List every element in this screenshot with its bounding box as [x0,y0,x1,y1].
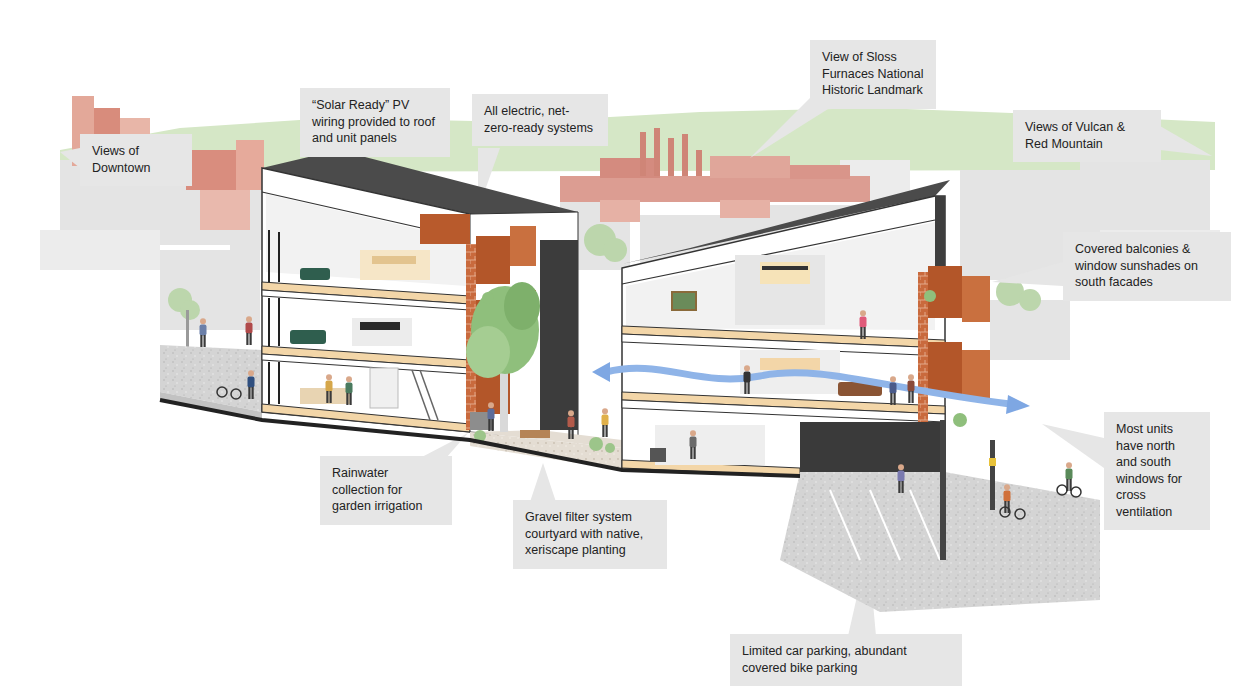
callout-text: Covered balconies & window sunshades on … [1075,241,1219,291]
callout-box: Covered balconies & window sunshades on … [1063,232,1231,301]
callout-text: Rainwater collection for garden irrigati… [332,465,440,515]
callout-text: All electric, net-zero-ready systems [484,103,596,136]
right-floor-slabs [622,326,945,476]
callout-box: Limited car parking, abundant covered bi… [730,634,962,686]
planter [520,430,550,438]
left-floor-slabs [262,282,470,432]
callout-text: Most units have north and south windows … [1116,421,1198,520]
callout-box: View of Sloss Furnaces National Historic… [810,40,936,109]
corten-panel [420,214,470,244]
downtown-buildings [72,96,264,230]
courtyard-tree [466,282,540,378]
callout-box: “Solar Ready” PV wiring provided to roof… [300,88,450,157]
ground-line [160,400,800,476]
stair-core [540,240,578,430]
callout-text: Views of Vulcan & Red Mountain [1025,119,1149,152]
callout-pointers [60,96,1212,636]
tree-trunk [186,310,189,350]
parking-opening [800,422,945,472]
callout-text: View of Sloss Furnaces National Historic… [822,49,924,99]
parking-lines [830,490,940,560]
bollard [990,440,995,510]
xeriscape [474,430,615,453]
callout-text: Limited car parking, abundant covered bi… [742,643,950,676]
callout-box: Views of Vulcan & Red Mountain [1013,110,1161,162]
city-blocks [60,160,1210,360]
right-upper-interior [626,222,935,330]
column [940,420,946,560]
balcony-plants [482,290,967,427]
callout-text: “Solar Ready” PV wiring provided to roof… [312,97,438,147]
callout-box: Rainwater collection for garden irrigati… [320,456,452,525]
callout-box: All electric, net-zero-ready systems [472,94,608,146]
callout-text: Gravel filter system courtyard with nati… [525,509,655,559]
callout-text: Views of Downtown [92,143,180,176]
left-interiors [290,250,438,420]
callout-box: Gravel filter system courtyard with nati… [513,500,667,569]
callout-box: Views of Downtown [80,134,192,186]
stair-volume [470,212,578,440]
left-window-mullions [268,230,280,404]
callout-box: Most units have north and south windows … [1104,412,1210,530]
airflow-arrow [606,368,1010,404]
left-building-section [262,168,470,432]
